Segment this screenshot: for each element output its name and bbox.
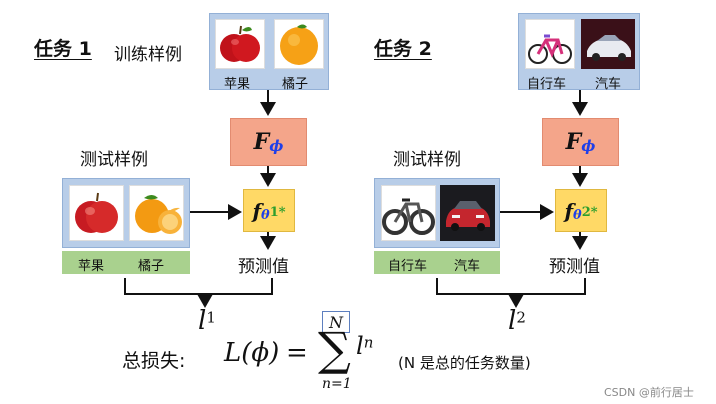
- bicycle-image-test: [381, 185, 436, 241]
- task1-train-item-orange: 橘子: [282, 77, 309, 92]
- loss-superscript: 1: [206, 308, 216, 327]
- bracket-task2: [436, 278, 586, 295]
- task1-test-label: 测试样例: [80, 150, 148, 170]
- sum-term-superscript: n: [363, 333, 374, 352]
- task1-test-images: [62, 178, 190, 248]
- task1-loss: l1: [198, 306, 216, 336]
- task1-prediction-label: 预测值: [238, 257, 289, 277]
- F-symbol: F: [565, 129, 582, 155]
- task2-test-label: 测试样例: [393, 150, 461, 170]
- task1-train-item-apple: 苹果: [224, 77, 251, 92]
- sum-term: ln: [356, 332, 373, 360]
- task2-title: 任务 2: [374, 38, 432, 60]
- F-symbol: F: [253, 129, 270, 155]
- orange-image: [274, 19, 324, 69]
- task2-test-item-bicycle: 自行车: [388, 259, 428, 274]
- sum-term-base: l: [356, 332, 364, 360]
- total-loss-label: 总损失:: [122, 350, 186, 372]
- total-loss-note: (N 是总的任务数量): [398, 354, 531, 372]
- task1-test-item-apple: 苹果: [78, 259, 105, 274]
- car-image-test: [440, 185, 495, 241]
- phi-subscript: ϕ: [269, 137, 284, 155]
- orange-image-test: [129, 185, 184, 241]
- loss-symbol: l: [198, 306, 207, 336]
- sum-lower-limit: n=1: [322, 376, 352, 392]
- equals-sign: =: [286, 338, 308, 368]
- task1-title: 任务 1: [34, 38, 92, 60]
- bracket-task1: [124, 278, 273, 295]
- apple-image: [215, 19, 265, 69]
- task1-train-label: 训练样例: [114, 45, 182, 65]
- theta-subscript: θ: [573, 207, 582, 223]
- task1-test-label-bar: 苹果 橘子: [62, 251, 190, 274]
- f-symbol: f: [564, 198, 574, 223]
- f-symbol: f: [252, 198, 262, 223]
- loss-superscript: 2: [516, 308, 526, 327]
- task2-train-item-car: 汽车: [595, 77, 622, 92]
- theta-superscript: 2*: [581, 205, 598, 220]
- theta-subscript: θ: [261, 207, 270, 223]
- phi-subscript: ϕ: [581, 137, 596, 155]
- task1-train-images: 苹果 橘子: [209, 13, 329, 92]
- car-image: [581, 19, 635, 69]
- task2-train-item-bicycle: 自行车: [527, 77, 567, 92]
- total-loss-lhs: L(ϕ): [224, 338, 280, 368]
- task2-prediction-label: 预测值: [549, 257, 600, 277]
- loss-symbol: l: [508, 306, 517, 336]
- task2-test-images: [374, 178, 500, 248]
- task1-test-item-orange: 橘子: [138, 259, 165, 274]
- watermark: CSDN @前行居士: [604, 386, 694, 399]
- theta-superscript: 1*: [269, 205, 286, 220]
- task2-test-label-bar: 自行车 汽车: [374, 251, 500, 274]
- sum-upper-limit: N: [322, 311, 350, 333]
- task2-loss: l2: [508, 306, 526, 336]
- apple-image-test: [69, 185, 124, 241]
- bicycle-image: [525, 19, 575, 69]
- task2-test-item-car: 汽车: [454, 259, 481, 274]
- sum-symbol: ∑: [318, 322, 351, 376]
- task2-train-images: 自行车 汽车: [518, 13, 640, 92]
